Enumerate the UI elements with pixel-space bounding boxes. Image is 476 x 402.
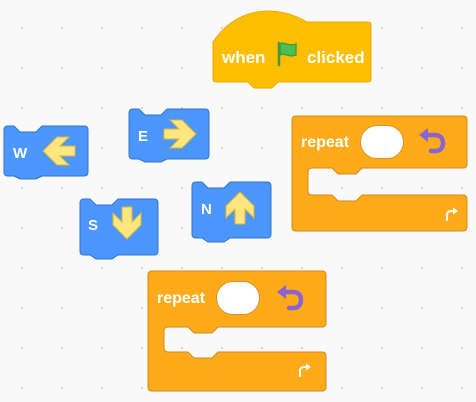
repeat-end-icon [443, 206, 459, 222]
move-south-letter: S [88, 217, 99, 234]
move-north-letter: N [201, 201, 212, 218]
move-south-block[interactable]: S [79, 198, 159, 260]
repeat-block-1-shape [291, 115, 468, 232]
move-east-block[interactable]: E [128, 108, 210, 163]
repeat-block-2[interactable]: repeat [147, 270, 329, 394]
arrow-up-icon [222, 190, 258, 226]
repeat-count-input[interactable] [360, 125, 404, 159]
when-flag-clicked-block[interactable]: when clicked [212, 7, 372, 89]
loop-arrow-icon [273, 282, 305, 314]
repeat-count-input[interactable] [216, 281, 260, 315]
arrow-right-icon [162, 116, 198, 152]
repeat-end-icon [296, 362, 312, 378]
repeat-block-2-shape [147, 270, 327, 392]
when-label: when [222, 48, 266, 67]
repeat-label: repeat [301, 134, 350, 151]
move-west-block[interactable]: W [3, 125, 89, 180]
clicked-label: clicked [307, 48, 365, 67]
move-east-letter: E [138, 128, 149, 145]
repeat-label: repeat [157, 290, 206, 307]
loop-arrow-icon [415, 125, 447, 157]
move-west-letter: W [13, 145, 28, 162]
arrow-left-icon [41, 133, 77, 169]
repeat-block-1[interactable]: repeat [291, 115, 471, 233]
move-north-block[interactable]: N [191, 181, 272, 243]
arrow-down-icon [109, 205, 145, 241]
green-flag-icon[interactable] [275, 40, 299, 67]
